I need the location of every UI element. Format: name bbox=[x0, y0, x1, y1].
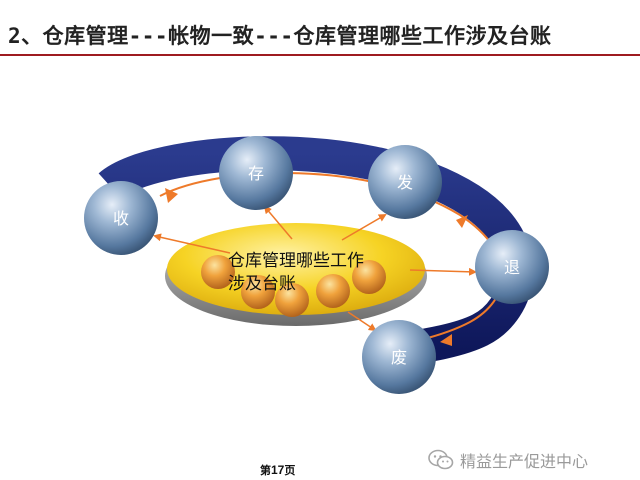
arrow-disc-to-fa bbox=[341, 213, 387, 241]
arrow-disc-to-cun bbox=[263, 205, 293, 240]
node-label-cun: 存 bbox=[248, 164, 264, 183]
page-number: 第17页 bbox=[260, 462, 295, 478]
disc-ball bbox=[201, 255, 235, 289]
page-prefix: 第 bbox=[260, 465, 271, 477]
center-label-line1: 仓库管理哪些工作 bbox=[228, 251, 364, 271]
node-label-tui: 退 bbox=[504, 258, 520, 277]
node-fa: 发 bbox=[368, 145, 442, 219]
page-suffix: 页 bbox=[284, 465, 296, 477]
watermark: 精益生产促进中心 bbox=[428, 446, 588, 474]
disc-top bbox=[167, 223, 425, 315]
node-fei: 废 bbox=[362, 320, 436, 394]
node-label-shou: 收 bbox=[113, 209, 129, 228]
title-underline bbox=[0, 54, 640, 56]
disc-ball bbox=[316, 274, 350, 308]
node-label-fa: 发 bbox=[397, 173, 413, 192]
node-label-fei: 废 bbox=[391, 348, 407, 367]
arrow-disc-to-shou bbox=[153, 233, 231, 254]
node-shou: 收 bbox=[84, 181, 158, 255]
page-number-value: 17 bbox=[271, 463, 285, 477]
wechat-icon bbox=[428, 449, 454, 470]
ring-band bbox=[98, 136, 534, 367]
ring-arrowhead-bottom bbox=[440, 334, 452, 346]
page-title: 2、仓库管理---帐物一致---仓库管理哪些工作涉及台账 bbox=[8, 24, 552, 48]
node-cun: 存 bbox=[219, 136, 293, 210]
disc-ball bbox=[241, 275, 275, 309]
title-bar: 2、仓库管理---帐物一致---仓库管理哪些工作涉及台账 bbox=[0, 14, 640, 56]
ring-arrowhead-right bbox=[456, 215, 468, 228]
watermark-text: 精益生产促进中心 bbox=[460, 452, 589, 471]
center-label: 仓库管理哪些工作 涉及台账 bbox=[228, 250, 408, 296]
arrow-disc-to-tui bbox=[409, 267, 477, 276]
disc-ball bbox=[352, 260, 386, 294]
arrow-disc-to-fei bbox=[347, 311, 377, 332]
disc-ball bbox=[275, 283, 309, 317]
node-tui: 退 bbox=[475, 230, 549, 304]
center-label-line2: 涉及台账 bbox=[228, 274, 296, 294]
ring-arrowhead-left bbox=[165, 188, 178, 203]
